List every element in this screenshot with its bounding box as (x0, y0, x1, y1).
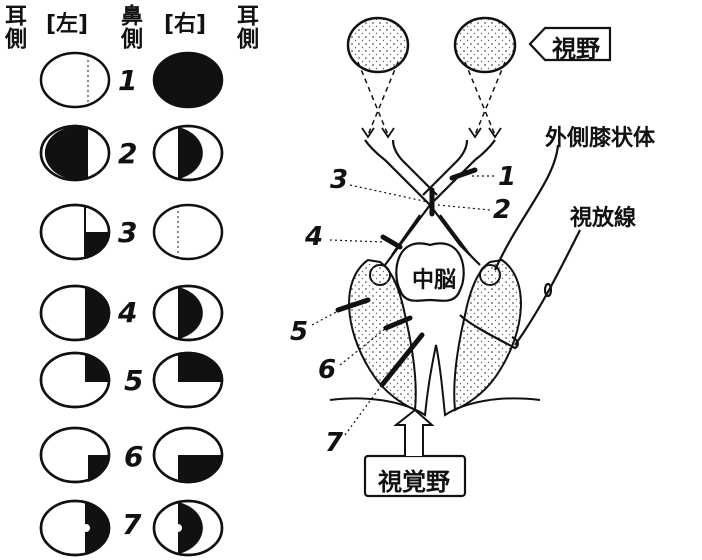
midbrain (395, 242, 465, 302)
pathway-number-5: 5 (290, 317, 309, 347)
header-ear-left: 耳側 (1, 4, 26, 50)
row-number-6: 6 (124, 440, 144, 473)
field-row-4-left (39, 284, 111, 342)
label-visual-cortex: 視覚野 (378, 468, 450, 496)
field-row-3-left (39, 203, 111, 261)
optic-nerves-and-tracts (364, 139, 496, 266)
visual-cortex-label-box (363, 408, 467, 498)
pathway-number-7: 7 (325, 428, 344, 458)
visual-field-label-box (528, 26, 612, 62)
lesion-marks (335, 167, 478, 388)
field-row-7-right (152, 499, 224, 557)
pathway-number-1: 1 (498, 162, 517, 192)
projection-lines (357, 61, 506, 136)
field-row-4-right (152, 284, 224, 342)
label-lgn: 外側膝状体 (545, 126, 656, 151)
row-number-4: 4 (118, 296, 138, 329)
projection-arrowheads (361, 127, 502, 139)
lgn-pointer (493, 144, 560, 271)
label-visual-field: 視野 (552, 35, 600, 63)
number-pointers (311, 175, 496, 436)
field-row-1-left (39, 51, 111, 109)
label-midbrain: 中脳 (412, 268, 457, 293)
optic-radiation-bracket (459, 229, 581, 350)
row-number-1: 1 (118, 64, 138, 97)
field-row-6-right (152, 426, 224, 484)
left-eye-field (346, 16, 410, 74)
field-row-2-right (152, 124, 224, 182)
field-row-1-right (152, 51, 224, 109)
field-row-6-left (39, 426, 111, 484)
pathway-number-6: 6 (318, 355, 337, 385)
row-number-2: 2 (118, 137, 138, 170)
field-row-5-right (152, 351, 224, 409)
field-row-2-left (39, 124, 111, 182)
optic-radiation-right (453, 258, 522, 412)
header-nose: 鼻側 (117, 4, 142, 50)
field-row-7-left (39, 499, 111, 557)
row-number-7: 7 (122, 508, 142, 541)
row-number-3: 3 (118, 216, 138, 249)
field-row-3-right (152, 203, 224, 261)
header-ear-right: 耳側 (233, 4, 258, 50)
header-right-eye: [右] (164, 12, 207, 37)
field-row-5-left (39, 351, 111, 409)
pathway-number-2: 2 (493, 195, 512, 225)
right-eye-field (453, 16, 517, 74)
row-number-5: 5 (124, 364, 144, 397)
label-optic-radiation: 視放線 (570, 206, 637, 231)
pathway-number-4: 4 (305, 222, 324, 252)
pathway-number-3: 3 (330, 165, 349, 195)
header-left-eye: [左] (46, 12, 89, 37)
cortex-outline (329, 344, 541, 417)
